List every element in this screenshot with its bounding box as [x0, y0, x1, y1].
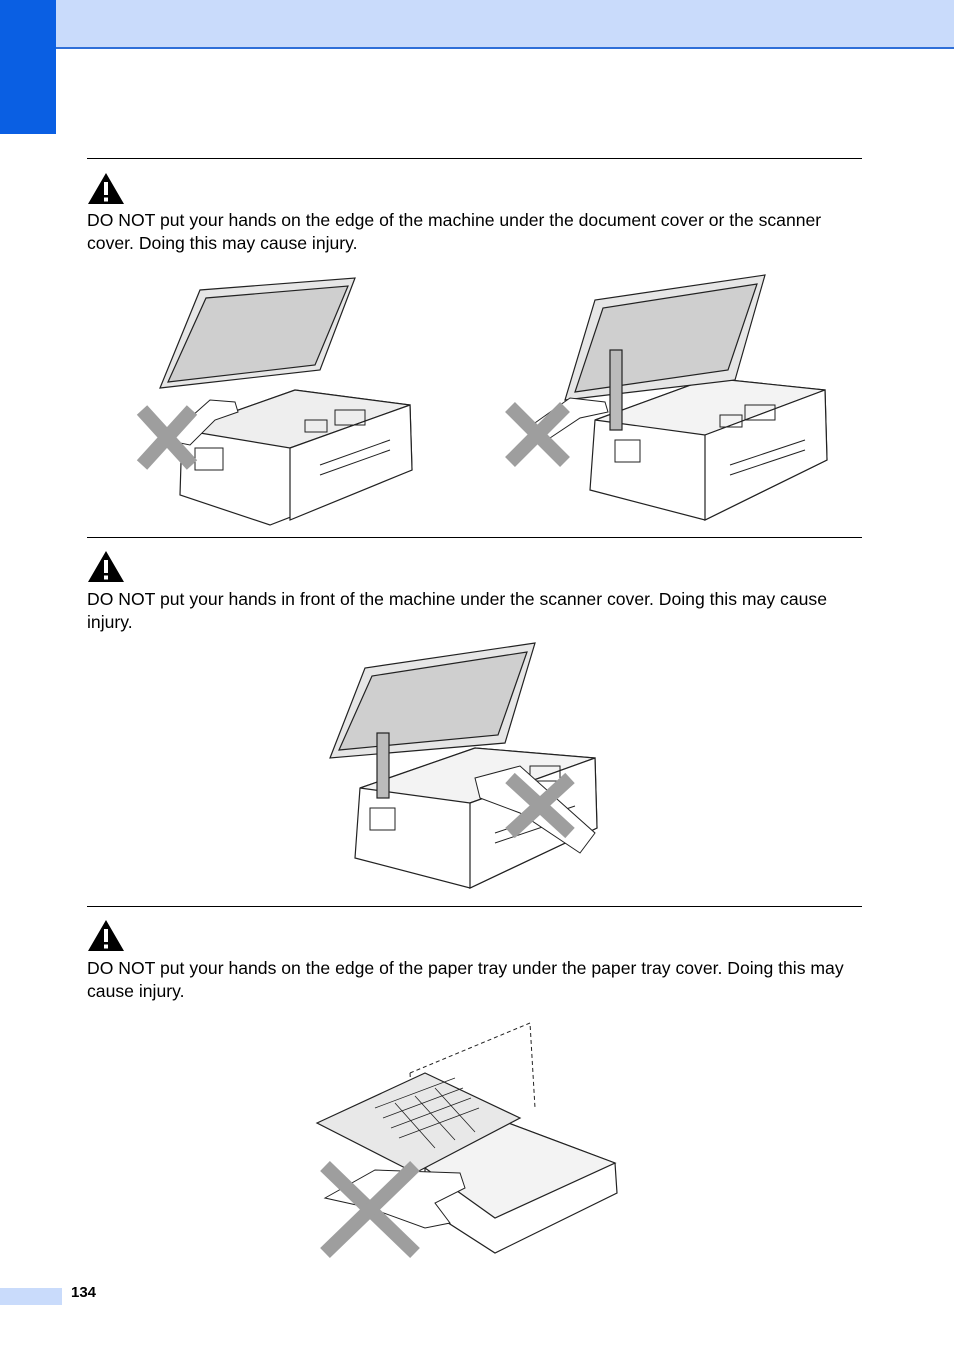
page-number: 134	[71, 1284, 97, 1301]
divider	[87, 158, 862, 159]
warning-text: DO NOT put your hands on the edge of the…	[87, 958, 844, 1001]
footer-tab	[0, 1288, 62, 1305]
warning-icon	[88, 551, 124, 582]
warning-text: DO NOT put your hands in front of the ma…	[87, 589, 827, 632]
illustration-front-under-scanner-cover	[325, 638, 610, 893]
chapter-tab	[0, 0, 56, 134]
illustration-scanner-cover-open	[495, 270, 835, 525]
illustration-paper-tray-cover	[315, 1018, 625, 1260]
illustration-document-cover-open	[120, 270, 420, 530]
divider	[87, 537, 862, 538]
warning-text: DO NOT put your hands on the edge of the…	[87, 210, 822, 253]
warning-icon	[88, 173, 124, 204]
divider	[87, 906, 862, 907]
warning-icon	[88, 920, 124, 951]
header-bar	[0, 0, 954, 49]
